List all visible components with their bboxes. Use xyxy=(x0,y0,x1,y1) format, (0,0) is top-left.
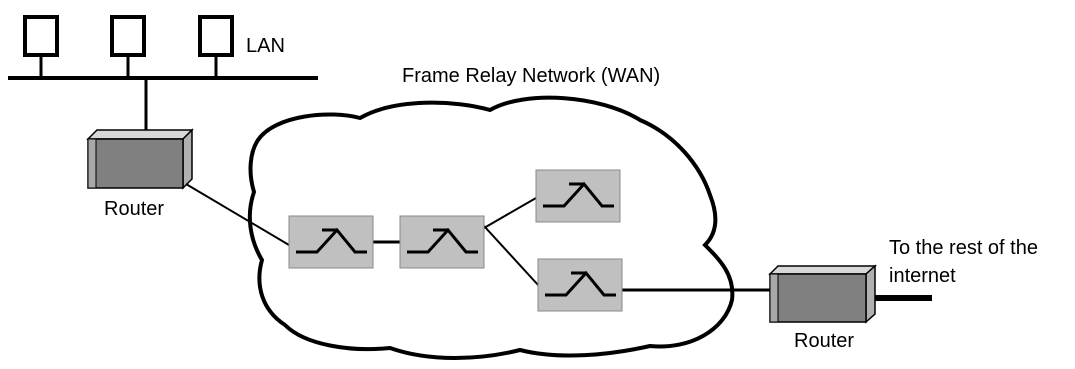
switch-icon xyxy=(535,169,621,223)
switch-icon xyxy=(399,215,485,269)
lan-label: LAN xyxy=(246,35,285,57)
switch-2-to-switch-4-link xyxy=(483,225,540,287)
switch-icon xyxy=(537,258,623,312)
computer-terminal-icon xyxy=(23,15,59,57)
switch-2-to-switch-3-link xyxy=(483,197,537,229)
computer-terminal-icon xyxy=(110,15,146,57)
internet-label-line-2: internet xyxy=(889,265,956,287)
switch-icon xyxy=(288,215,374,269)
router-left-icon xyxy=(86,128,194,190)
router-right-label: Router xyxy=(794,330,854,352)
internet-label-line-1: To the rest of the xyxy=(889,237,1038,259)
wan-label: Frame Relay Network (WAN) xyxy=(402,65,660,87)
router-left-label: Router xyxy=(104,198,164,220)
router-to-switch-1-link xyxy=(185,183,290,246)
computer-terminal-icon xyxy=(198,15,234,57)
router-right-icon xyxy=(768,264,877,324)
wan-cloud xyxy=(247,95,735,360)
